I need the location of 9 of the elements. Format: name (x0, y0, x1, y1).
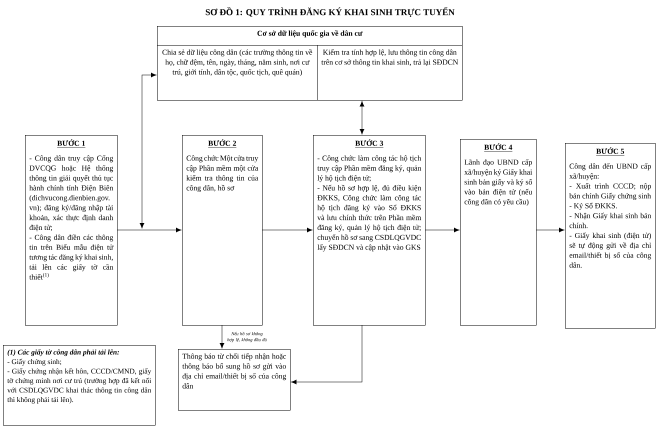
arrow (140, 72, 156, 228)
arrow (262, 228, 312, 232)
arrow (117, 228, 182, 232)
title: SƠ ĐỒ 1: QUY TRÌNH ĐĂNG KÝ KHAI SINH TRỰC TUYẾN (206, 7, 455, 17)
arrow (220, 325, 224, 348)
arrow (425, 228, 460, 232)
arrow (291, 325, 362, 384)
arrow (360, 101, 364, 134)
arrow (536, 228, 564, 232)
